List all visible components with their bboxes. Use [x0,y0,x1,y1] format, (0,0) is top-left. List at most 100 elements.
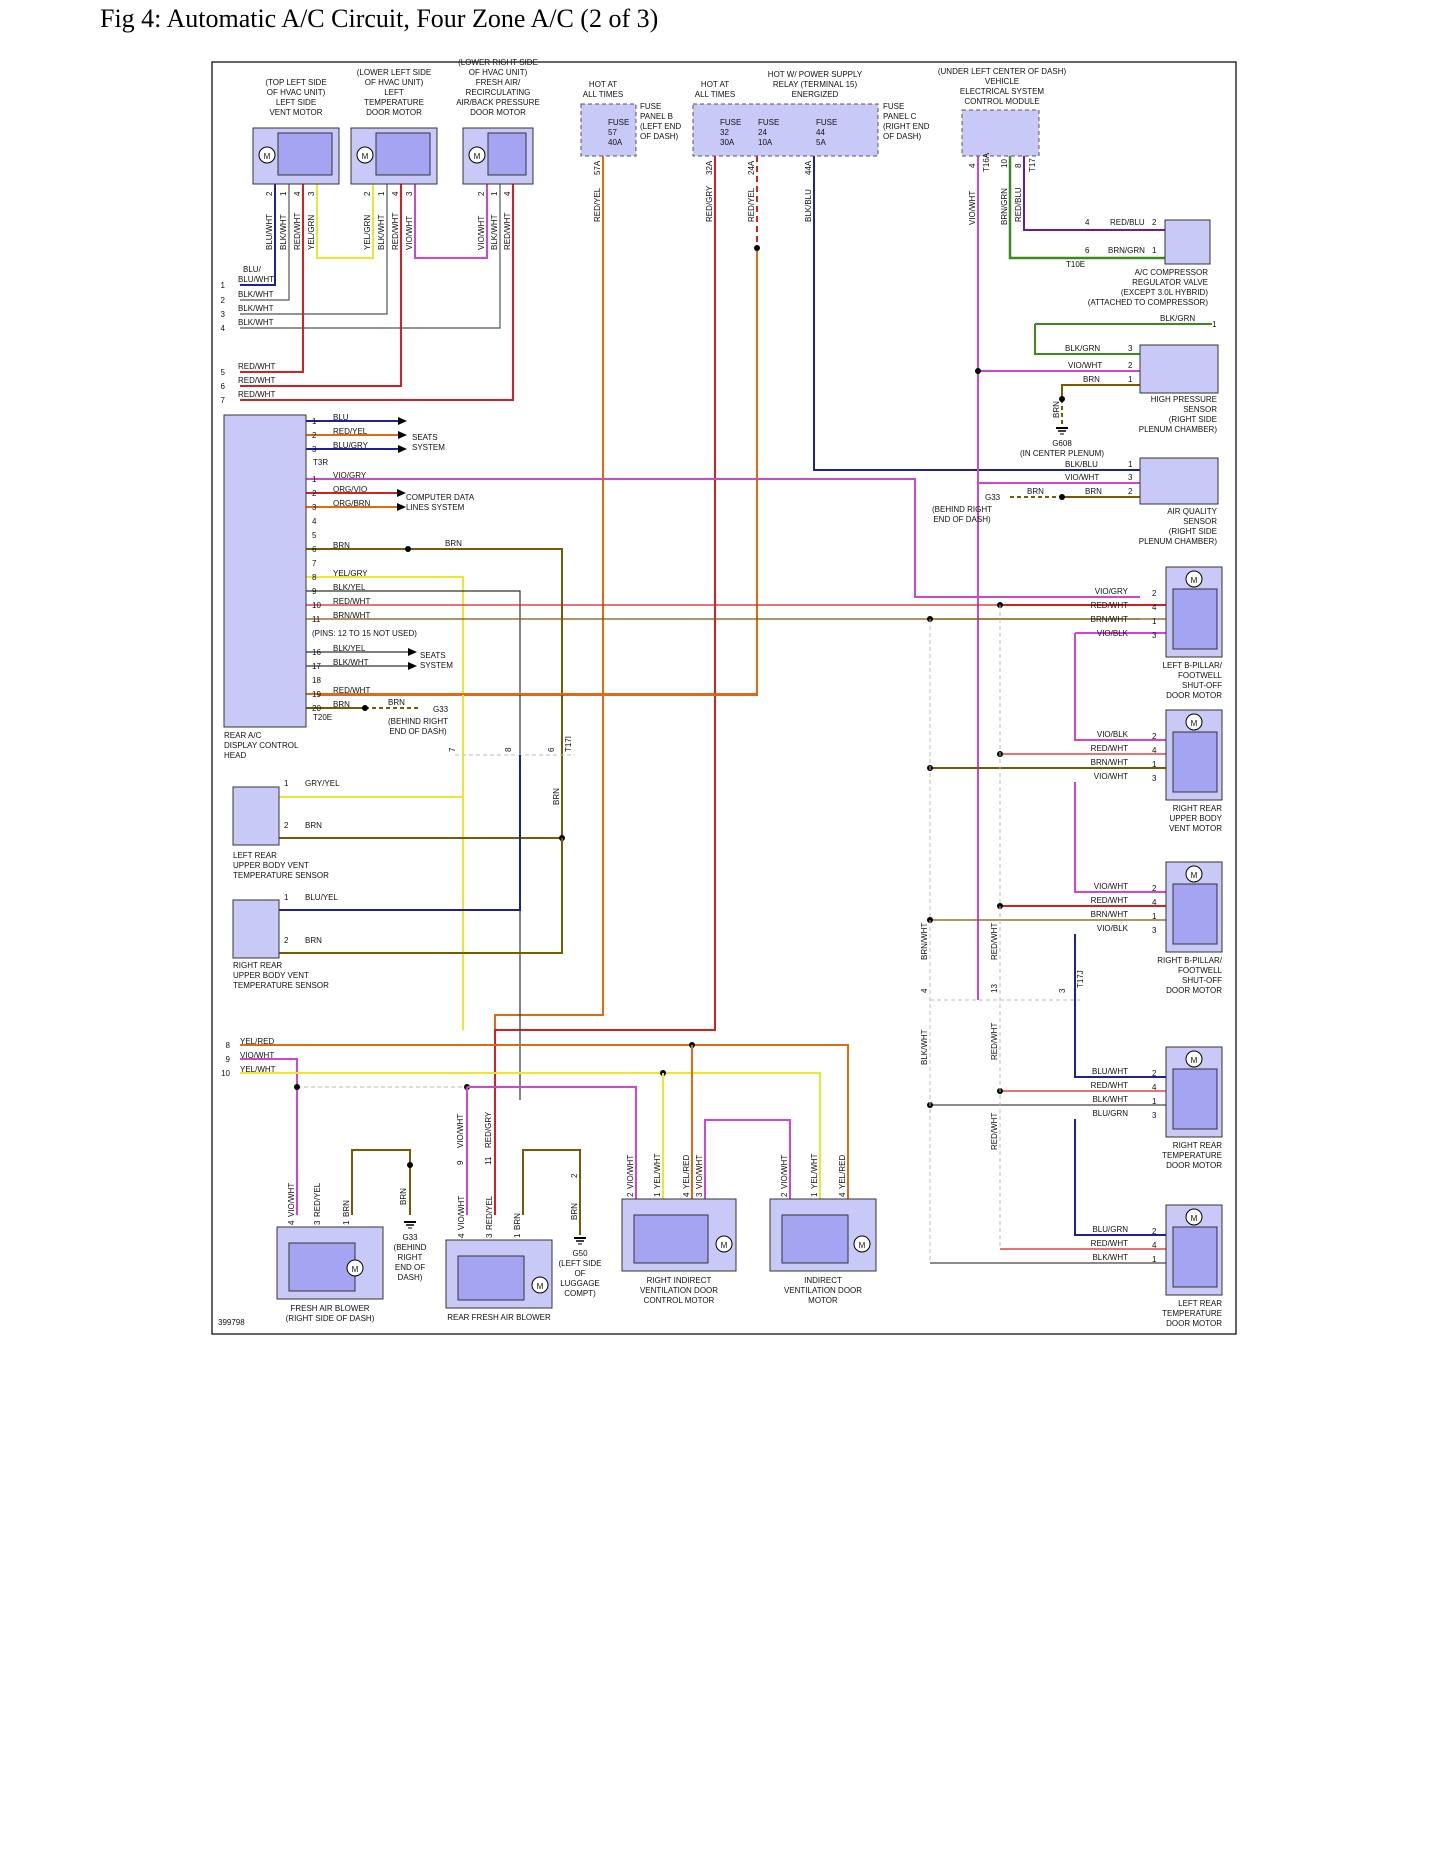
fuse-label: 44 [816,128,825,137]
pin-label: 13 [990,984,999,993]
wire-label: RED/WHT [990,1023,999,1060]
pin-label: 1 [513,1233,522,1238]
wire [704,1119,791,1205]
wire-label: BRN [1083,375,1100,384]
wire-label: BRN [388,698,405,707]
motor-icon: M [474,152,481,161]
splice-dot [975,368,981,374]
top-motor-label: OF HVAC UNIT) [267,88,326,97]
motor-icon [346,1259,364,1277]
pin-label: 10 [1000,159,1009,168]
wire [306,478,1140,598]
pin-label: 19 [312,690,321,699]
pin-label: 3 [221,310,226,319]
fuse-label: 24 [758,128,767,137]
wire [316,184,374,259]
pin-label: 6 [312,545,317,554]
wire-label: RED/WHT [1091,1081,1128,1090]
pin-label: 1 [1152,246,1157,255]
pin-label: 4 [1152,603,1157,612]
sensor-label: PLENUM CHAMBER) [1139,537,1218,546]
ground-label: (LEFT SIDE [559,1259,602,1268]
pin-label: 9 [226,1055,231,1064]
top-motor-label: LEFT SIDE [276,98,316,107]
high-pressure-sensor [1139,344,1219,394]
wire-label: BRN [342,1200,351,1217]
wire-label: VIO/WHT [626,1155,635,1189]
right-motor-label: FOOTWELL [1178,966,1223,975]
sensor-label: UPPER BODY VENT [233,861,309,870]
pin-label: 2 [312,431,317,440]
top-motor-label: RECIRCULATING [466,88,531,97]
wire-label: YEL/RED [682,1155,691,1189]
control-module [961,109,1040,157]
pin-label: 3 [485,1233,494,1238]
pin-label: 9 [456,1160,465,1165]
wire-label: BLU [333,413,349,422]
wire [494,156,604,1215]
wire [522,1149,581,1235]
sensor-label: SENSOR [1183,405,1217,414]
pin-label: 8 [1014,163,1023,168]
ground-label: G33 [985,493,1001,502]
wire [279,755,521,911]
pin-label: 3 [312,445,317,454]
wire-label: BRN/GRN [1000,188,1009,225]
pin-label: 57A [593,160,602,175]
data-lines-label: LINES SYSTEM [406,503,465,512]
wire-label: BLK/YEL [333,583,366,592]
pin-label: 1 [1152,760,1157,769]
wire-label: RED/WHT [990,923,999,960]
wire-label: YEL/GRN [363,215,372,250]
right-motor-label: DOOR MOTOR [1166,1161,1222,1170]
sensor-label: TEMPERATURE SENSOR [233,871,329,880]
pin-label: 4 [293,191,302,196]
pin-label: 4 [838,1192,847,1197]
motor-icon [1185,1208,1203,1226]
fuse-panel-c [692,103,879,157]
motor-icon: M [859,1241,866,1250]
wire-label: BRN/WHT [1091,910,1128,919]
pin-label: 3 [312,503,317,512]
pin-label: 3 [1152,774,1157,783]
wire [240,1072,821,1205]
arrow-icon [398,445,407,453]
wire-label: BLU/YEL [305,893,338,902]
wire-label: BRN/WHT [333,611,370,620]
pin-label: 2 [1128,361,1133,370]
pin-label: (PINS: 12 TO 15 NOT USED) [312,629,417,638]
pin-label: 24A [747,160,756,175]
rear-display-control-head [223,414,307,728]
wire [1074,1119,1166,1236]
top-motor-label: AIR/BACK PRESSURE [456,98,540,107]
pin-label: 4 [1152,1083,1157,1092]
ground-label: (BEHIND RIGHT [388,717,448,726]
wire-label: YEL/GRN [307,215,316,250]
pin-label: 17 [312,662,321,671]
pin-label: 2 [477,191,486,196]
bottom-component-label: FRESH AIR BLOWER [290,1304,369,1313]
motor-icon [715,1235,733,1253]
pin-label: 2 [1152,589,1157,598]
wire-label: RED/WHT [333,686,370,695]
pin-label: 1 [377,191,386,196]
pin-label: 1 [1128,460,1133,469]
pin-label: 1 [221,281,226,290]
pin-label: 1 [1128,375,1133,384]
data-lines-label: COMPUTER DATA [406,493,475,502]
pin-label: 6 [1085,246,1090,255]
wire-label: RED/WHT [990,1113,999,1150]
pin-label: 2 [284,821,289,830]
ground-label: G50 [572,1249,588,1258]
wire-layer [240,156,1212,1264]
bottom-component-label: INDIRECT [804,1276,842,1285]
wire [240,184,514,401]
wire-label: RED/WHT [238,362,275,371]
power-label: HOT AT [589,80,617,89]
motor-icon [356,146,374,164]
arrow-icon [397,503,406,511]
right-motor-label: DOOR MOTOR [1166,1319,1222,1328]
wire-label: BRN [570,1203,579,1220]
right-motor-label: SHUT-OFF [1182,681,1222,690]
